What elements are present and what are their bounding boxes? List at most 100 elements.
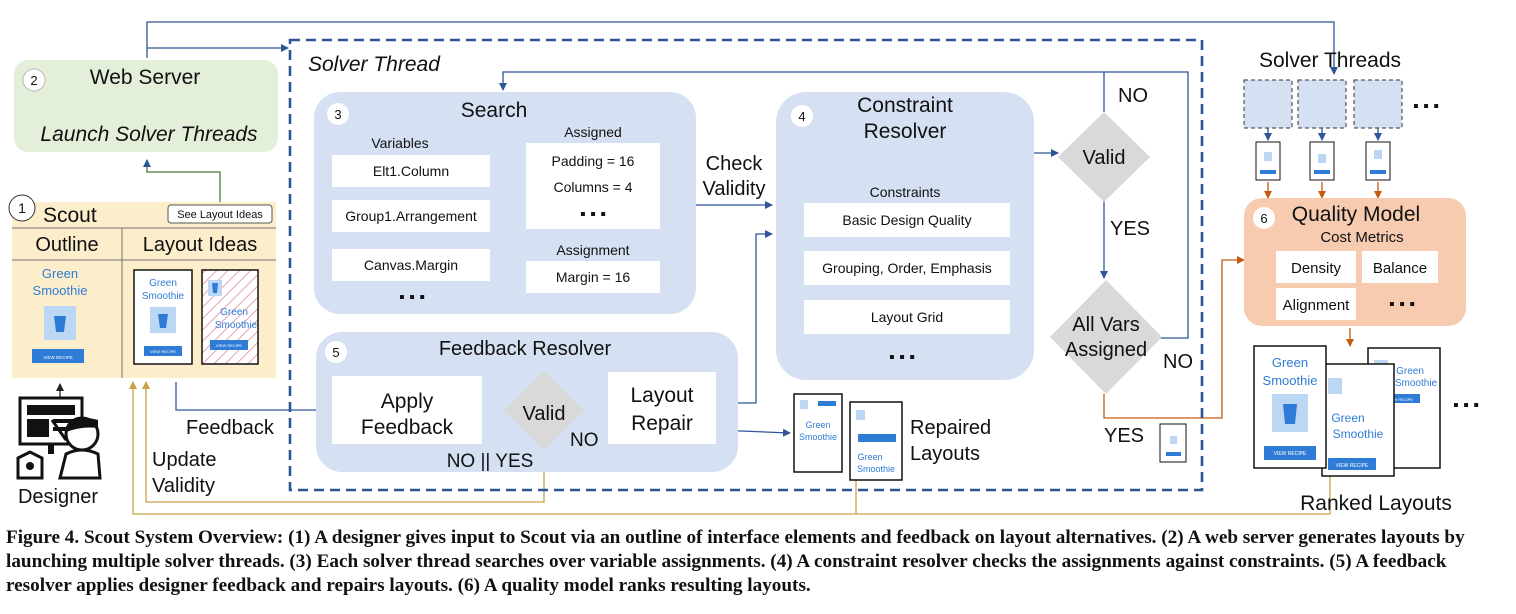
idea2-recipe-button-label: VIEW RECIPE	[216, 343, 243, 348]
search-panel: 3 Search Variables Elt1.Column Group1.Ar…	[314, 92, 696, 314]
yes-bottom-label: YES	[1104, 425, 1144, 447]
step-5-badge	[325, 341, 347, 363]
idea1-cup-icon	[158, 314, 168, 328]
web-server-title: Web Server	[90, 66, 201, 89]
step-3-number: 3	[334, 107, 341, 122]
solver-thread-box-1	[1243, 79, 1293, 129]
solver-threads-more: ▪ ▪ ▪	[1413, 98, 1439, 115]
ranked-layouts: Green Smoothie VIEW RECIPE Green Smoothi…	[1253, 345, 1479, 477]
assignment-label: Assignment	[556, 242, 629, 258]
thread-phone-3	[1365, 141, 1391, 181]
constraint-box-1	[804, 203, 1010, 237]
step-3-badge	[327, 103, 349, 125]
all-vars-label-2: Assigned	[1065, 339, 1147, 361]
yes-mid-label: YES	[1110, 218, 1150, 240]
solver-thread-boxes: ▪ ▪ ▪	[1243, 79, 1439, 181]
constraints-more: ▪ ▪ ▪	[889, 349, 915, 366]
scout-system-diagram: Solver Thread 2 Web Server Launch Solver…	[8, 21, 1479, 515]
no-right-label: NO	[1163, 351, 1193, 373]
idea1-text-smoothie: Smoothie	[142, 291, 185, 302]
scout-panel: 1 Scout See Layout Ideas Outline Layout …	[8, 194, 276, 378]
ranked-card2-smoothie: Smoothie	[1333, 427, 1384, 441]
step-1-badge	[8, 194, 36, 222]
quality-model-title: Quality Model	[1292, 203, 1420, 226]
step-4-number: 4	[798, 109, 805, 124]
check-validity-label-1: Check	[706, 153, 764, 175]
variable-box-3	[332, 249, 490, 281]
feedback-resolver-title: Feedback Resolver	[439, 338, 612, 360]
feedback-no-label: NO	[570, 430, 599, 451]
idea1-recipe-button-label: VIEW RECIPE	[150, 349, 177, 354]
all-vars-label-1: All Vars	[1072, 314, 1139, 336]
ranked-card1-button-label: VIEW RECIPE	[1274, 451, 1307, 457]
outline-text-smoothie: Smoothie	[33, 283, 88, 298]
designer-label: Designer	[18, 486, 98, 508]
ranked-card1-green: Green	[1272, 355, 1308, 370]
repaired-layouts: Green Smoothie Green Smoothie	[793, 393, 903, 481]
feedback-resolver-panel: 5 Feedback Resolver Apply Feedback Valid…	[316, 332, 738, 472]
constraint-box-3	[804, 300, 1010, 334]
see-layout-ideas-button[interactable]	[167, 204, 273, 224]
ranked-layouts-more: ▪ ▪ ▪	[1453, 397, 1479, 414]
ranked-card1-smoothie: Smoothie	[1263, 373, 1318, 388]
metric-balance-box	[1362, 251, 1438, 283]
ranked-card3-smoothie: Smoothie	[1395, 378, 1438, 389]
solver-thread-title: Solver Thread	[308, 53, 441, 76]
constraint-2: Grouping, Order, Emphasis	[822, 260, 992, 276]
idea2-cup-icon	[212, 283, 218, 293]
solver-thread-box-2	[1297, 79, 1347, 129]
metrics-more: ▪ ▪ ▪	[1389, 296, 1415, 313]
ranked-card2-green: Green	[1331, 411, 1364, 425]
no-top-label: NO	[1118, 85, 1148, 107]
constraint-resolver-title-1: Constraint	[857, 94, 953, 117]
step-6-number: 6	[1260, 211, 1267, 226]
assigned-more: ▪ ▪ ▪	[580, 206, 606, 223]
see-layout-ideas-label: See Layout Ideas	[177, 209, 263, 221]
variable-3: Canvas.Margin	[364, 257, 458, 273]
step-6-badge	[1253, 207, 1275, 229]
outline-recipe-button[interactable]	[32, 349, 84, 363]
apply-feedback-label-2: Feedback	[361, 416, 454, 439]
repaired-card2-green: Green	[857, 452, 882, 462]
designer-icon	[16, 396, 102, 480]
layout-repair-box	[608, 372, 716, 444]
metric-density: Density	[1291, 260, 1342, 277]
assigned-box	[526, 143, 660, 229]
smoothie-cup-icon	[54, 316, 66, 332]
metric-density-box	[1276, 251, 1356, 283]
feedback-valid-label: Valid	[523, 403, 566, 425]
assignment-box	[526, 261, 660, 293]
cost-metrics-label: Cost Metrics	[1320, 229, 1403, 246]
step-5-number: 5	[332, 345, 339, 360]
solver-thread-container	[288, 38, 1204, 492]
assigned-label: Assigned	[564, 124, 622, 140]
search-title: Search	[461, 99, 528, 122]
outline-text-green: Green	[42, 266, 78, 281]
constraint-1: Basic Design Quality	[842, 212, 971, 228]
step-2-badge	[22, 68, 46, 92]
constraints-label: Constraints	[870, 184, 941, 200]
metric-alignment: Alignment	[1283, 297, 1351, 314]
step-1-number: 1	[18, 200, 26, 216]
metric-alignment-box	[1276, 288, 1356, 320]
check-validity-label-2: Validity	[703, 178, 766, 200]
apply-feedback-label-1: Apply	[381, 390, 434, 413]
ranked-layouts-label: Ranked Layouts	[1300, 492, 1452, 515]
valid-decision-diamond	[1058, 112, 1150, 202]
apply-feedback-box	[332, 376, 482, 444]
web-server-subtitle: Launch Solver Threads	[40, 123, 258, 146]
figure-caption: Figure 4. Scout System Overview: (1) A d…	[6, 527, 1465, 596]
metric-balance: Balance	[1373, 260, 1427, 277]
variable-box-2	[332, 200, 490, 232]
repaired-card2-smoothie: Smoothie	[857, 464, 895, 474]
assigned-1: Padding = 16	[552, 153, 635, 169]
variable-1: Elt1.Column	[373, 163, 449, 179]
idea2-recipe-button	[210, 340, 248, 350]
repaired-layouts-label-2: Layouts	[910, 443, 980, 465]
step-2-number: 2	[30, 73, 37, 88]
update-validity-label-2: Validity	[152, 475, 215, 497]
constraint-resolver-panel: 4 Constraint Resolver Constraints Basic …	[776, 92, 1034, 380]
variable-2: Group1.Arrangement	[345, 208, 477, 224]
quality-model-panel: 6 Quality Model Cost Metrics Density Bal…	[1244, 198, 1466, 326]
layout-repair-label-2: Repair	[631, 412, 693, 435]
